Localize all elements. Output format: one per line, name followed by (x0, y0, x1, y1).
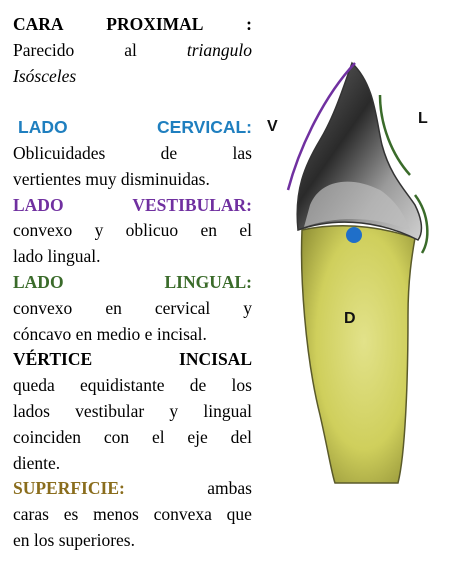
lingual-curve-lower (413, 194, 429, 254)
section-superficie: SUPERFICIE: ambas caras es menos convexa… (13, 476, 252, 553)
heading-lingual: LADO LINGUAL: (13, 271, 252, 292)
label-v: V (267, 118, 278, 135)
vertice-line4: diente. (13, 452, 61, 473)
section-vertice: VÉRTICE INCISAL queda equidistante de lo… (13, 347, 252, 476)
heading-vestibular: LADO VESTIBULAR: (13, 194, 252, 215)
title-line2: Isósceles (13, 65, 77, 86)
superficie-line1: caras es menos convexa que (13, 504, 252, 525)
title-colon: : (246, 14, 252, 34)
vertice-line2: lados vestibular y lingual (13, 400, 252, 421)
cervical-line2: vertientes muy disminuidas. (13, 168, 210, 189)
text-column: CARA PROXIMAL : Parecido al triangulo Is… (13, 12, 252, 554)
label-d: D (344, 310, 356, 327)
title-word-proximal: PROXIMAL (106, 14, 204, 34)
section-vestibular: LADO VESTIBULAR: convexo y oblicuo en el… (13, 193, 252, 270)
lingual-line2: cóncavo en medio e incisal. (13, 323, 207, 344)
crown-highlight (304, 181, 410, 230)
blue-dot (346, 227, 362, 243)
vestibular-line1: convexo y oblicuo en el (13, 220, 252, 241)
section-cervical: LADO CERVICAL: Oblicuidades de las verti… (13, 115, 252, 192)
title-word-cara: CARA (13, 14, 64, 34)
label-l: L (418, 110, 428, 127)
vertice-line3: coinciden con el eje del (13, 426, 252, 447)
vertice-line1: queda equidistante de los (13, 375, 252, 396)
heading-superficie-row: SUPERFICIE: ambas (13, 478, 252, 499)
superficie-line2: en los superiores. (13, 529, 135, 550)
vestibular-line2: lado lingual. (13, 246, 101, 267)
tooth-diagram (286, 61, 429, 484)
tooth-root (300, 225, 416, 484)
title-heading: CARA PROXIMAL : (13, 12, 252, 38)
vestibular-arc (286, 62, 356, 191)
heading-cervical: LADO CERVICAL: (18, 117, 252, 138)
heading-vertice: VÉRTICE INCISAL (13, 349, 252, 370)
lingual-curve-upper (378, 94, 411, 176)
title-block: CARA PROXIMAL : Parecido al triangulo Is… (13, 12, 252, 89)
title-line1: Parecido al triangulo (13, 39, 252, 60)
section-lingual: LADO LINGUAL: convexo en cervical y cónc… (13, 270, 252, 347)
lingual-line1: convexo en cervical y (13, 297, 252, 318)
cervical-line1: Oblicuidades de las (13, 142, 252, 163)
